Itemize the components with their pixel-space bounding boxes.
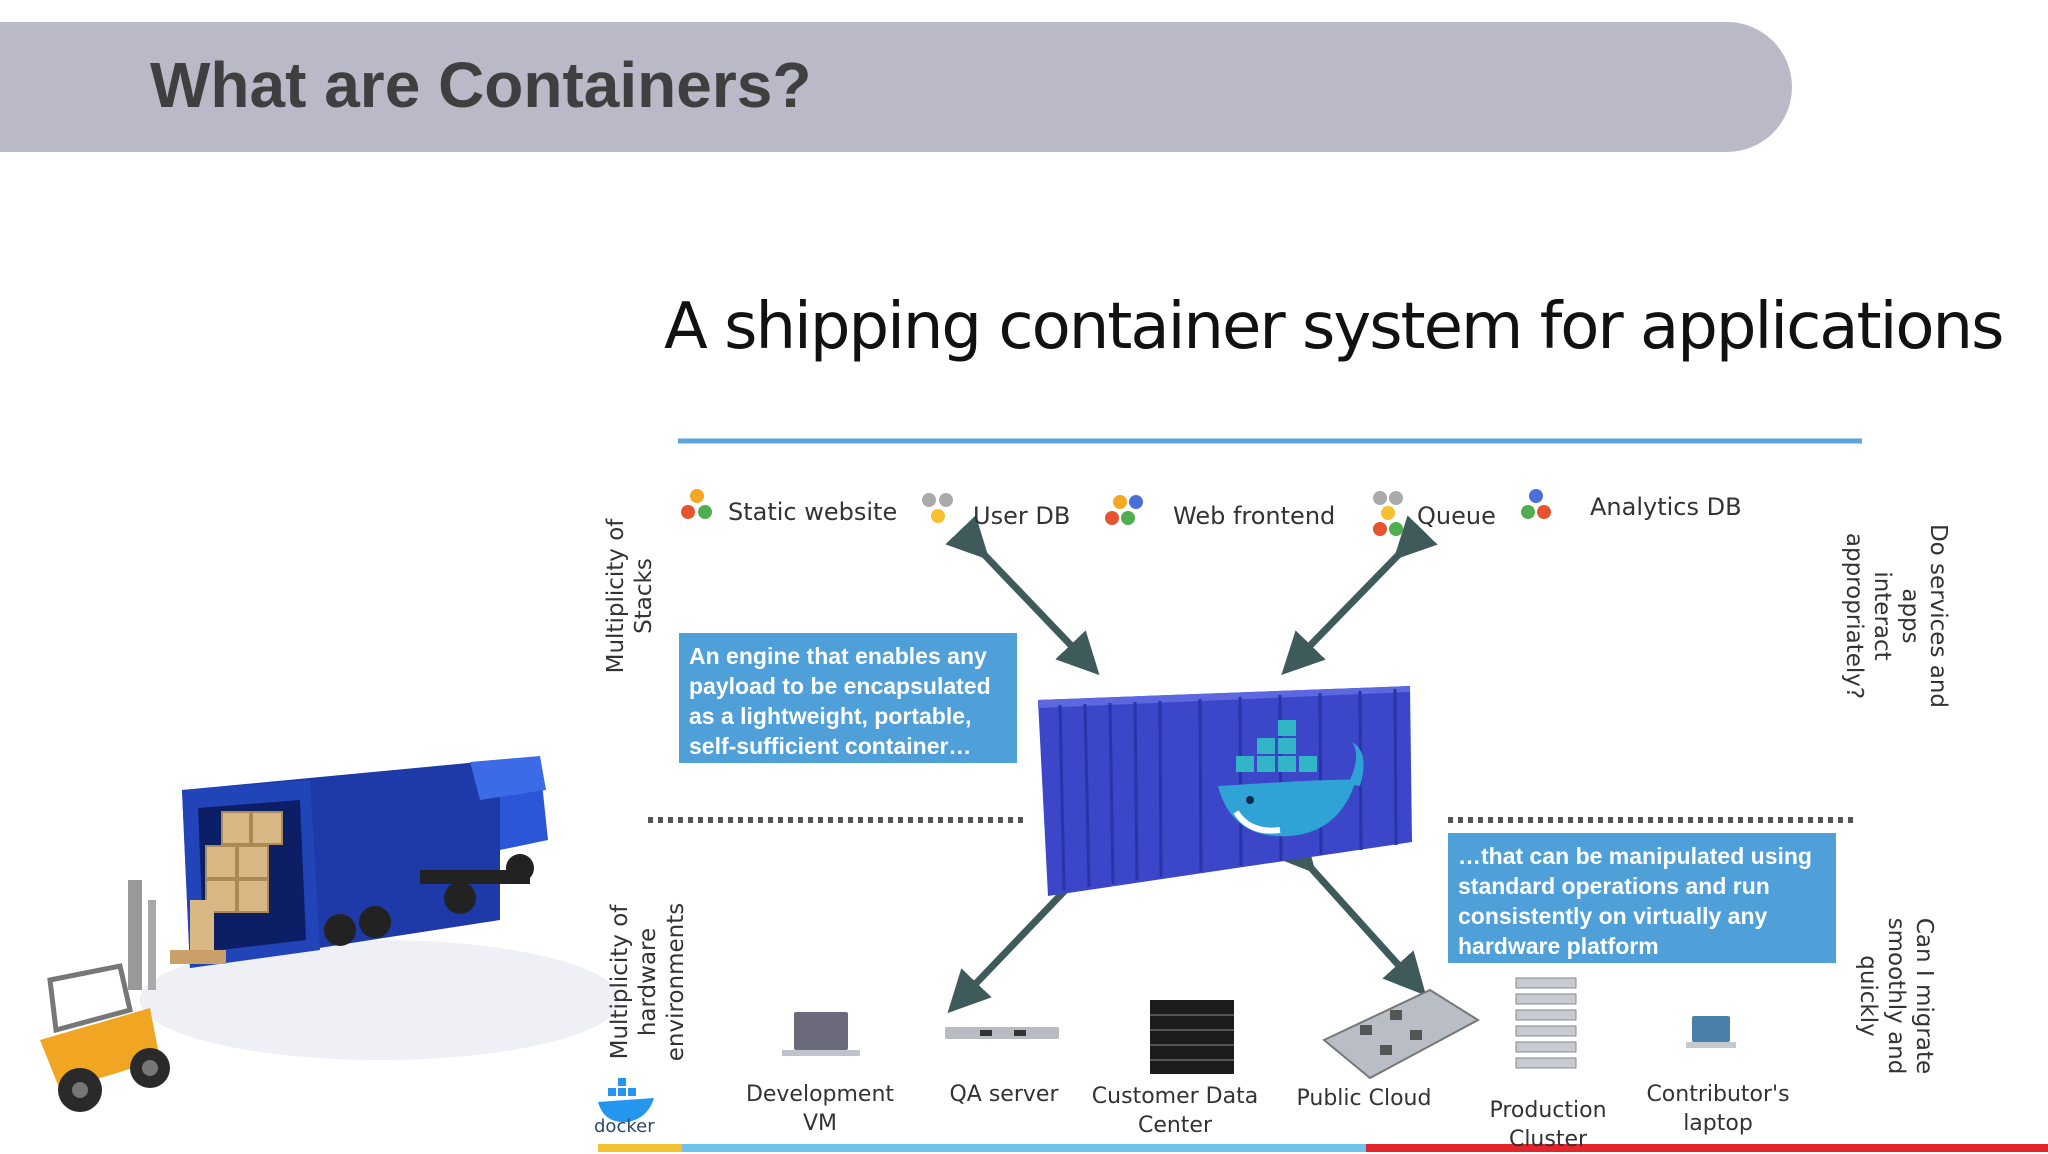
arrow-qa: [947, 850, 1105, 1014]
qa-server-icon: [945, 1027, 1059, 1039]
side-label-migrate: Can I migrate smoothly and quickly: [1855, 917, 1937, 1075]
bottom-bar-red: [1366, 1144, 2048, 1152]
static-website-cubes-icon: [681, 489, 712, 519]
arrows: [945, 515, 1438, 1014]
arrow-user-db: [945, 515, 1100, 676]
arrow-queue: [1281, 515, 1438, 676]
stack-queue: Queue: [1417, 502, 1496, 530]
datacenter-rack-icon: [1150, 1000, 1234, 1074]
stack-web-frontend: Web frontend: [1173, 502, 1336, 530]
stack-static-website: Static website: [728, 498, 898, 526]
whale-logo-icon: [1218, 720, 1364, 837]
truck-illustration: [40, 756, 620, 1112]
dev-vm-laptop-icon: [782, 1012, 860, 1056]
engine-callout: An engine that enables any payload to be…: [679, 633, 1017, 763]
side-label-services-interact: Do services and apps interact appropriat…: [1841, 523, 1951, 709]
side-label-multiplicity-stacks: Multiplicity of Stacks: [603, 518, 657, 674]
user-db-cubes-icon: [922, 493, 953, 523]
manipulate-callout: …that can be manipulated using standard …: [1448, 833, 1836, 963]
stack-user-db: User DB: [973, 502, 1071, 530]
side-label-multiplicity-hardware: Multiplicity of hardware environments: [607, 902, 689, 1062]
production-cluster-icon: [1515, 977, 1577, 1069]
queue-cubes-icon: [1373, 491, 1403, 536]
bottom-bar-yellow: [598, 1144, 682, 1152]
docker-logo-icon: [598, 1078, 654, 1123]
hardware-public-cloud: Public Cloud: [1296, 1086, 1432, 1111]
analytics-db-cubes-icon: [1521, 489, 1551, 519]
contributor-laptop-icon: [1686, 1016, 1736, 1048]
stack-analytics-db: Analytics DB: [1590, 493, 1742, 521]
slide-subtitle: A shipping container system for applicat…: [664, 290, 2004, 364]
web-frontend-cubes-icon: [1105, 495, 1143, 525]
arrow-cloud: [1272, 828, 1427, 996]
docker-container: [1038, 686, 1412, 896]
public-cloud-board-icon: [1322, 988, 1480, 1080]
slide-title: What are Containers?: [150, 49, 812, 121]
hardware-qa-server: QA server: [949, 1082, 1059, 1107]
hardware-production-cluster: Production Cluster: [1489, 1098, 1607, 1152]
bottom-bar-blue: [682, 1144, 1366, 1152]
docker-wordmark: docker: [594, 1116, 655, 1137]
title-band: What are Containers?: [0, 22, 1792, 152]
